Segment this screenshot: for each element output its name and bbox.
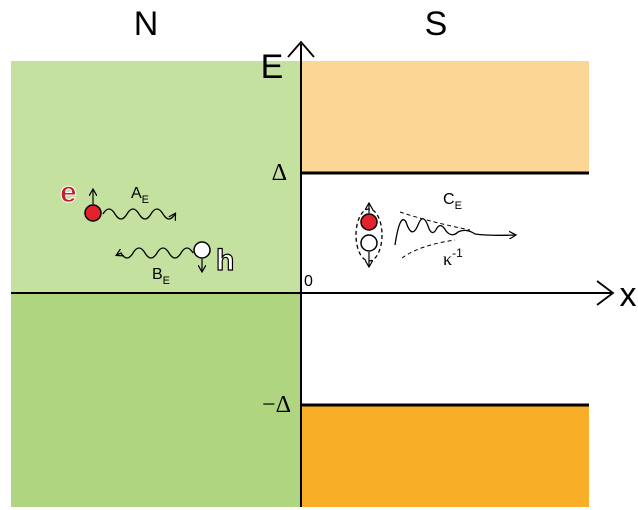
super-upper-band (301, 61, 589, 173)
super-lower-band (301, 405, 589, 507)
amp-c-label: CE (443, 191, 462, 212)
normal-region-label: N (134, 5, 159, 43)
hole-label: h (216, 244, 234, 277)
energy-axis-label: E (261, 48, 284, 86)
hole-wave-icon (117, 247, 194, 259)
energy-axis-arrowhead (287, 40, 315, 58)
electron-label: e (60, 176, 77, 209)
hole-icon (193, 241, 211, 259)
position-axis-arrowhead (596, 280, 615, 306)
pair-hole-icon (360, 234, 378, 252)
decay-envelope-lower (401, 239, 456, 259)
normal-region-upper (11, 61, 301, 293)
evanescent-wave-icon (394, 218, 515, 246)
amp-b-label: BE (152, 266, 170, 287)
gap-upper-label: Δ (272, 160, 287, 186)
normal-region-lower (11, 293, 301, 507)
position-axis-label: x (620, 276, 637, 314)
gap-lower-label: −Δ (262, 392, 291, 418)
electron-icon (84, 204, 102, 222)
electron-wave-icon (102, 208, 175, 219)
decay-length-label: κ-1 (443, 246, 463, 269)
super-region-label: S (425, 5, 448, 43)
pair-electron-icon (360, 213, 378, 231)
amp-a-label: AE (131, 185, 149, 206)
origin-label: 0 (304, 273, 313, 290)
decay-envelope-upper (399, 211, 471, 231)
